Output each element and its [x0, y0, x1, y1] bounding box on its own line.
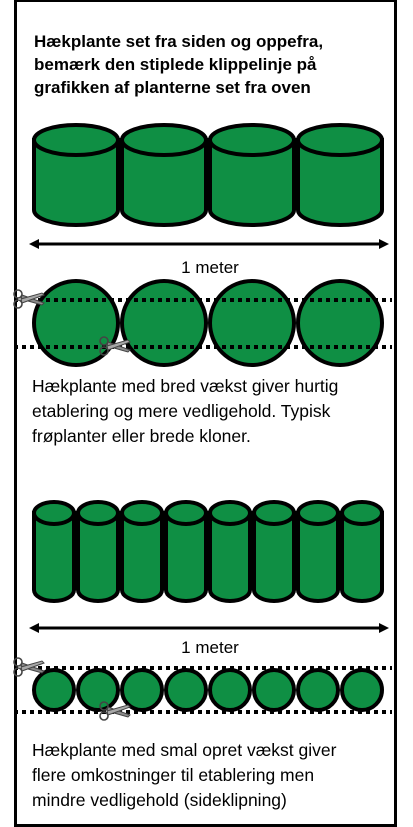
- wide-plant-cylinder-body: [32, 138, 120, 227]
- narrow-plant-cylinder-top: [32, 500, 76, 526]
- scissors-group: [13, 289, 131, 721]
- title-line-2: bemærk den stiplede klippelinje på: [34, 55, 317, 74]
- scissors-icon: [99, 336, 131, 356]
- title-line-3: grafikken af planterne set fra oven: [34, 78, 311, 97]
- narrow-plant-cylinder: [340, 500, 384, 603]
- scissors-icon: [99, 701, 131, 721]
- scissors-blade: [106, 339, 131, 351]
- narrow-plant-circle: [208, 668, 252, 712]
- narrow-plant-cylinder-top: [120, 500, 164, 526]
- narrow-plant-circle: [164, 668, 208, 712]
- narrow-plant-cylinder-body: [120, 511, 164, 603]
- narrow-plant-cylinder-body: [252, 511, 296, 603]
- narrow-plant-cylinder-body: [32, 511, 76, 603]
- narrow-plant-cylinder-top: [76, 500, 120, 526]
- narrow-plant-cylinder-top: [252, 500, 296, 526]
- narrow-plant-circle: [76, 668, 120, 712]
- clipping-lines: [14, 298, 392, 714]
- wide-plant-cylinder: [32, 123, 120, 227]
- wide-plant-cylinder-top: [208, 123, 296, 157]
- caption-wide-line-1: Hækplante med bred vækst giver hurtig: [32, 376, 339, 396]
- narrow-plant-cylinder-body: [340, 511, 384, 603]
- wide-plant-circle: [32, 279, 120, 367]
- narrow-plant-cylinder-body: [208, 511, 252, 603]
- scissors-handle: [13, 667, 23, 677]
- scissors-blade: [106, 704, 131, 716]
- narrow-plant-cylinder-body: [296, 511, 340, 603]
- figure-title: Hækplante set fra siden og oppefra, bemæ…: [34, 30, 384, 99]
- scissors-blade: [20, 660, 45, 672]
- length-label-2: 1 meter: [181, 638, 239, 657]
- narrow-plant-cylinder: [76, 500, 120, 603]
- wide-plant-cylinder: [296, 123, 384, 227]
- narrow-plant-circle: [340, 668, 384, 712]
- narrow-plants-top-view: [32, 668, 384, 712]
- narrow-plant-cylinder: [120, 500, 164, 603]
- scissors-handle: [99, 711, 109, 721]
- scissors-handle: [99, 336, 109, 346]
- wide-plants-side-view: [32, 123, 384, 227]
- caption-wide: Hækplante med bred vækst giver hurtig et…: [32, 374, 382, 449]
- title-line-1: Hækplante set fra siden og oppefra,: [34, 32, 324, 51]
- narrow-plant-circle: [296, 668, 340, 712]
- narrow-plant-cylinder-top: [340, 500, 384, 526]
- wide-plant-cylinder-top: [296, 123, 384, 157]
- measure-arrow-1-head-right: [379, 239, 389, 249]
- caption-narrow-line-3: mindre vedligehold (sideklipning): [32, 790, 287, 810]
- scissors-handle: [13, 289, 23, 299]
- narrow-plant-cylinder: [208, 500, 252, 603]
- scissors-handle: [13, 299, 23, 309]
- narrow-plant-cylinder: [32, 500, 76, 603]
- measure-arrow-2-head-right: [379, 623, 389, 633]
- scissors-handle: [99, 346, 109, 356]
- narrow-plant-cylinder-top: [208, 500, 252, 526]
- scissors-blade: [20, 292, 45, 304]
- narrow-plant-circle: [32, 668, 76, 712]
- narrow-plants-side-view: [32, 500, 384, 603]
- wide-plant-cylinder-top: [120, 123, 208, 157]
- narrow-plant-circle: [252, 668, 296, 712]
- wide-plant-cylinder-body: [208, 138, 296, 227]
- narrow-plant-cylinder-top: [164, 500, 208, 526]
- caption-narrow-line-2: flere omkostninger til etablering men: [32, 765, 315, 785]
- wide-plant-cylinder-top: [32, 123, 120, 157]
- caption-wide-line-3: frøplanter eller brede kloner.: [32, 426, 251, 446]
- wide-plant-cylinder-body: [296, 138, 384, 227]
- narrow-plant-cylinder-top: [296, 500, 340, 526]
- caption-wide-line-2: etablering og mere vedligehold. Typisk: [32, 401, 331, 421]
- wide-plants-top-view: [32, 279, 384, 367]
- length-label-1: 1 meter: [181, 258, 239, 277]
- measure-arrow-2-head-left: [29, 623, 39, 633]
- narrow-plant-cylinder: [164, 500, 208, 603]
- caption-narrow: Hækplante med smal opret vækst giver fle…: [32, 738, 382, 813]
- measure-arrow-1-head-left: [29, 239, 39, 249]
- scissors-handle: [13, 657, 23, 667]
- narrow-plant-circle: [120, 668, 164, 712]
- wide-plant-cylinder-body: [120, 138, 208, 227]
- scissors-icon: [13, 289, 45, 309]
- wide-plant-circle: [208, 279, 296, 367]
- scissors-icon: [13, 657, 45, 677]
- wide-plant-circle: [296, 279, 384, 367]
- wide-plant-cylinder: [208, 123, 296, 227]
- caption-narrow-line-1: Hækplante med smal opret vækst giver: [32, 740, 337, 760]
- narrow-plant-cylinder: [296, 500, 340, 603]
- narrow-plant-cylinder-body: [164, 511, 208, 603]
- scissors-handle: [99, 701, 109, 711]
- narrow-plant-cylinder: [252, 500, 296, 603]
- figure-frame: [14, 0, 397, 827]
- measure-arrows: [29, 239, 389, 633]
- wide-plant-circle: [120, 279, 208, 367]
- narrow-plant-cylinder-body: [76, 511, 120, 603]
- wide-plant-cylinder: [120, 123, 208, 227]
